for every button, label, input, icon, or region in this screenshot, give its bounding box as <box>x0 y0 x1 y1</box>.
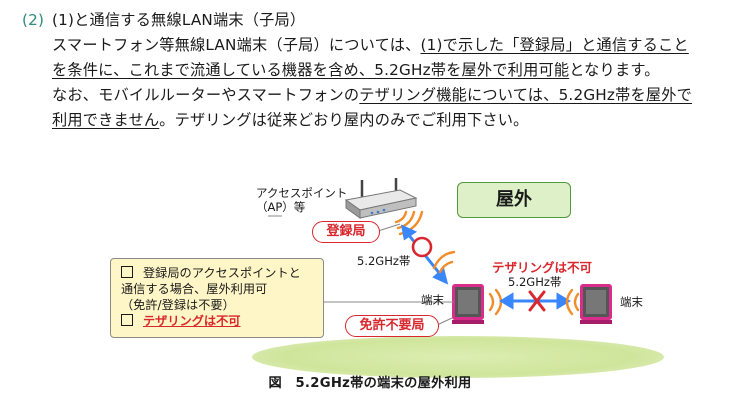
callout-item-1: 登録局のアクセスポイントと <box>121 265 315 281</box>
band-label-left: 5.2GHz帯 <box>357 254 411 268</box>
callout-item-2: テザリングは不可 <box>121 313 315 329</box>
figure-graphics <box>268 178 612 326</box>
callout-item-1-note: （免許/登録は不要） <box>121 297 315 313</box>
item-number: (2) <box>22 11 45 29</box>
outdoor-label: 屋外 <box>457 182 571 218</box>
allowed-circle-icon <box>411 236 433 258</box>
tethering-wave-icon <box>488 288 503 316</box>
terminal-right-icon <box>565 284 612 324</box>
figure-caption: 図 5.2GHz帯の端末の屋外利用 <box>268 376 472 391</box>
terminal-wave-icon <box>432 250 456 274</box>
body-line-3: なお、モバイルルーターやスマートフォンのテザリング機能については、5.2GHz帯… <box>22 83 722 108</box>
body-line-4: 利用できません。テザリングは従来どおり屋内のみでご利用下さい。 <box>22 108 722 133</box>
underlined-text: テザリング機能については、5.2GHz帯を屋外で <box>359 86 693 104</box>
body-text: 。テザリングは従来どおり屋内のみでご利用下さい。 <box>159 111 529 129</box>
terminal-left-icon <box>452 284 484 324</box>
license-free-station-badge: 免許不要局 <box>345 315 439 337</box>
paragraph: (2) (1)と通信する無線LAN端末（子局） スマートフォン等無線LAN端末（子… <box>22 8 722 133</box>
terminal-right-label: 端末 <box>620 295 643 309</box>
callout-text: 登録局のアクセスポイントと <box>143 266 301 280</box>
body-text: なお、モバイルルーターやスマートフォンの <box>52 86 360 104</box>
figure: 屋外 アクセスポイント （AP）等 登録局 5.2GHz帯 5.2GHz帯 テザ… <box>0 170 740 412</box>
underlined-text: (1)で示した「登録局」と通信すること <box>420 36 689 54</box>
checkbox-icon <box>121 266 133 278</box>
body-line-1: スマートフォン等無線LAN端末（子局）については、(1)で示した「登録局」と通信… <box>22 33 722 58</box>
registered-station-badge: 登録局 <box>312 221 380 243</box>
access-point-label: アクセスポイント （AP）等 <box>256 186 347 214</box>
heading-line: (2) (1)と通信する無線LAN端末（子局） <box>22 8 722 33</box>
tethering-not-allowed-note: テザリングは不可 <box>492 260 593 275</box>
prohibited-cross-icon <box>528 290 546 312</box>
callout-item-1-cont: 通信する場合、屋外利用可 <box>121 281 315 297</box>
access-point-icon <box>344 178 418 219</box>
body-text: スマートフォン等無線LAN端末（子局）については、 <box>52 36 421 54</box>
band-label-right: 5.2GHz帯 <box>508 275 562 289</box>
callout-text-red: テザリングは不可 <box>143 314 241 328</box>
callout-box: 登録局のアクセスポイントと 通信する場合、屋外利用可 （免許/登録は不要） テザ… <box>110 258 324 338</box>
terminal-left-label: 端末 <box>421 293 444 307</box>
underlined-text: を条件に、これまで流通している機器を含め、5.2GHz帯を屋外で利用可能 <box>52 61 570 79</box>
callout-text: （免許/登録は不要） <box>121 298 235 312</box>
ap-label-line-2: （AP）等 <box>256 200 306 214</box>
underlined-text: 利用できません <box>52 111 160 129</box>
item-heading: (1)と通信する無線LAN端末（子局） <box>52 11 306 29</box>
body-line-2: を条件に、これまで流通している機器を含め、5.2GHz帯を屋外で利用可能となりま… <box>22 58 722 83</box>
body-text: となります。 <box>569 61 660 79</box>
ground-ellipse <box>252 336 664 378</box>
ap-label-line-1: アクセスポイント <box>256 186 348 200</box>
callout-text: 通信する場合、屋外利用可 <box>121 282 268 296</box>
checkbox-icon <box>121 314 133 326</box>
tethering-arrow-icon <box>499 292 571 310</box>
